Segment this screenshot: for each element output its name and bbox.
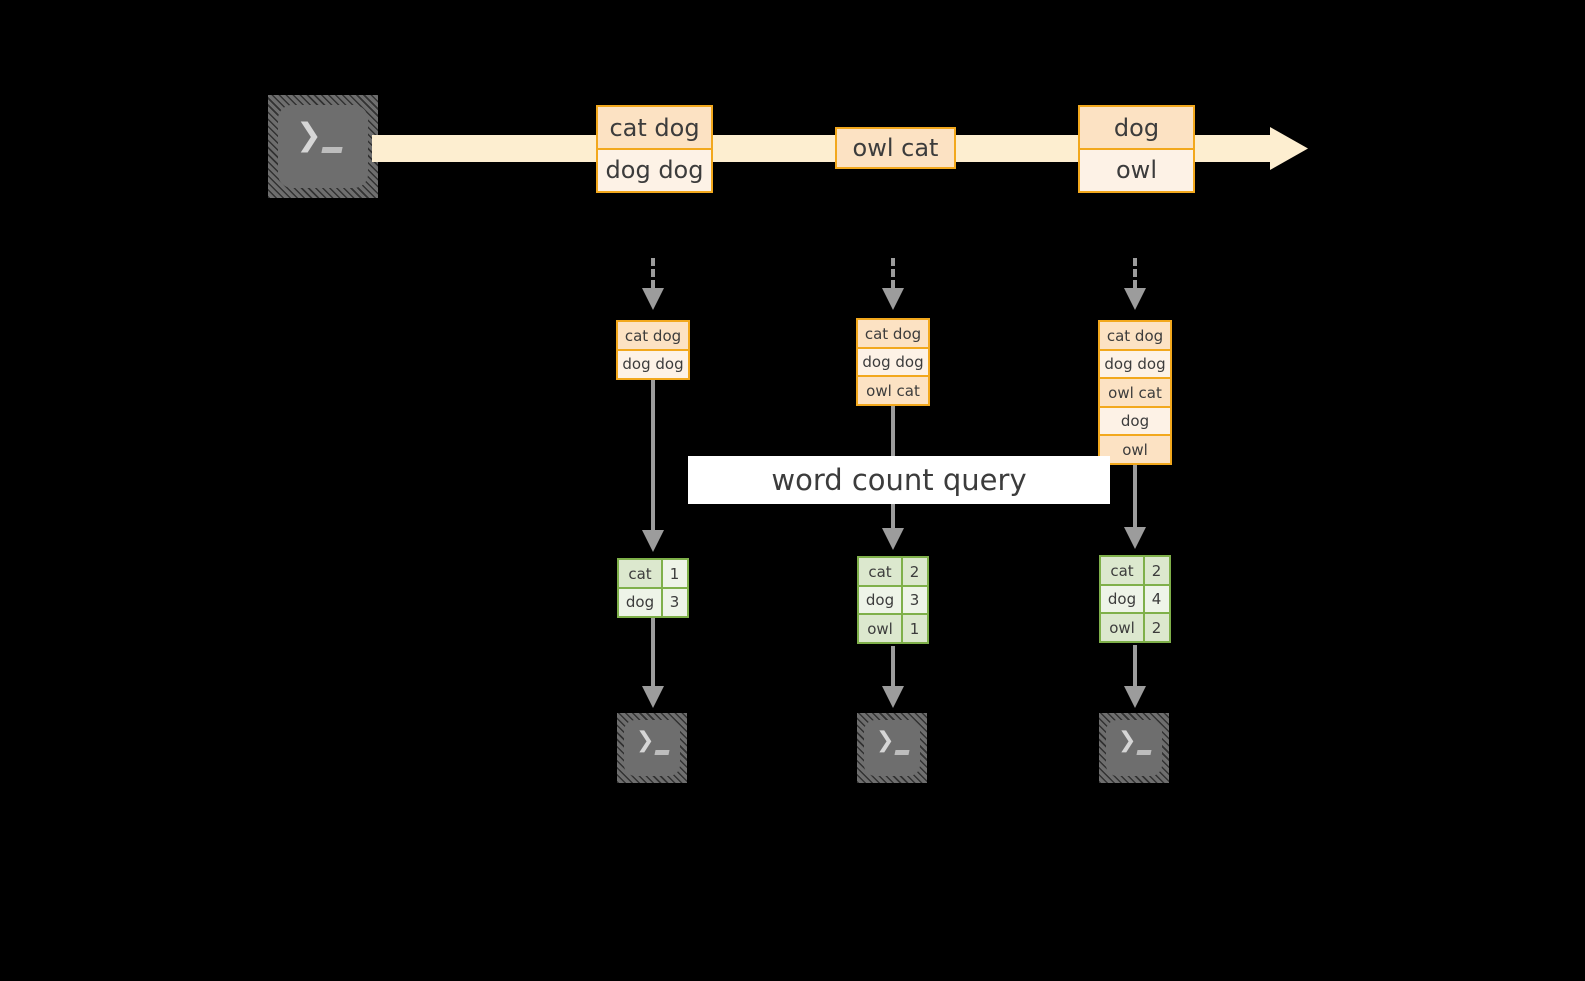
chevron-right-icon: ❯ xyxy=(636,728,655,753)
snapshot-record: dog dog xyxy=(856,346,930,378)
terminal-screen xyxy=(864,720,920,776)
stream-record: owl cat xyxy=(835,127,956,169)
snapshot-record: owl cat xyxy=(1098,377,1172,408)
terminal-icon: ❯ xyxy=(857,713,927,783)
result-word: dog xyxy=(617,586,663,618)
arrow-down-icon xyxy=(880,528,906,552)
table-row: owl 2 xyxy=(1099,612,1171,643)
arrow-down-icon xyxy=(1122,527,1148,551)
result-word: dog xyxy=(857,584,903,616)
snapshot-record: owl xyxy=(1098,434,1172,465)
snapshot-record: dog dog xyxy=(1098,348,1172,380)
table-row: cat 2 xyxy=(1099,555,1171,586)
result-word: cat xyxy=(617,558,663,589)
table-row: dog 3 xyxy=(617,586,689,618)
connector-line xyxy=(1133,465,1137,527)
chevron-right-icon: ❯ xyxy=(876,728,895,753)
result-table: cat 2 dog 4 owl 2 xyxy=(1099,555,1171,643)
result-word: cat xyxy=(857,556,903,587)
result-count: 2 xyxy=(1142,555,1171,586)
result-word: owl xyxy=(857,613,903,644)
query-label-band: word count query xyxy=(688,456,1110,504)
snapshot-record: cat dog xyxy=(856,318,930,349)
terminal-screen xyxy=(278,105,368,188)
underscore-cursor-icon xyxy=(654,750,670,755)
result-count: 1 xyxy=(660,558,689,589)
terminal-icon: ❯ xyxy=(617,713,687,783)
dashed-arrow-down-icon xyxy=(880,288,906,312)
arrow-down-icon xyxy=(1122,686,1148,710)
stream-record: dog xyxy=(1078,105,1195,150)
underscore-cursor-icon xyxy=(894,750,910,755)
terminal-screen xyxy=(624,720,680,776)
table-row: dog 4 xyxy=(1099,583,1171,615)
snapshot-record: cat dog xyxy=(1098,320,1172,351)
stream-record: owl xyxy=(1078,147,1195,193)
snapshot-record: dog dog xyxy=(616,348,690,380)
underscore-cursor-icon xyxy=(1136,750,1152,755)
dashed-arrow-down-icon xyxy=(1122,288,1148,312)
table-row: cat 1 xyxy=(617,558,689,589)
stream-record: cat dog xyxy=(596,105,713,150)
terminal-screen xyxy=(1106,720,1162,776)
query-label-text: word count query xyxy=(771,463,1027,497)
result-count: 2 xyxy=(900,556,929,587)
dashed-arrow-down-icon xyxy=(640,288,666,312)
result-word: cat xyxy=(1099,555,1145,586)
dashed-connector xyxy=(891,258,895,288)
connector-line xyxy=(651,380,655,530)
table-row: dog 3 xyxy=(857,584,929,616)
arrow-down-icon xyxy=(880,686,906,710)
result-word: dog xyxy=(1099,583,1145,615)
result-count: 1 xyxy=(900,613,929,644)
snapshot-record: owl cat xyxy=(856,375,930,406)
result-count: 3 xyxy=(660,586,689,618)
connector-line xyxy=(1133,645,1137,686)
arrow-right-icon xyxy=(1270,121,1310,176)
result-table: cat 1 dog 3 xyxy=(617,558,689,618)
result-table: cat 2 dog 3 owl 1 xyxy=(857,556,929,644)
terminal-icon: ❯ xyxy=(268,95,378,198)
snapshot-record: dog xyxy=(1098,405,1172,437)
arrow-down-icon xyxy=(640,686,666,710)
result-count: 4 xyxy=(1142,583,1171,615)
connector-line xyxy=(891,646,895,686)
chevron-right-icon: ❯ xyxy=(296,117,322,153)
result-count: 2 xyxy=(1142,612,1171,643)
dashed-connector xyxy=(651,258,655,288)
connector-line xyxy=(651,618,655,686)
arrow-down-icon xyxy=(640,530,666,554)
dashed-connector xyxy=(1133,258,1137,288)
underscore-cursor-icon xyxy=(321,147,343,153)
result-word: owl xyxy=(1099,612,1145,643)
terminal-icon: ❯ xyxy=(1099,713,1169,783)
table-row: cat 2 xyxy=(857,556,929,587)
chevron-right-icon: ❯ xyxy=(1118,728,1137,753)
stream-record: dog dog xyxy=(596,147,713,193)
result-count: 3 xyxy=(900,584,929,616)
snapshot-record: cat dog xyxy=(616,320,690,351)
table-row: owl 1 xyxy=(857,613,929,644)
